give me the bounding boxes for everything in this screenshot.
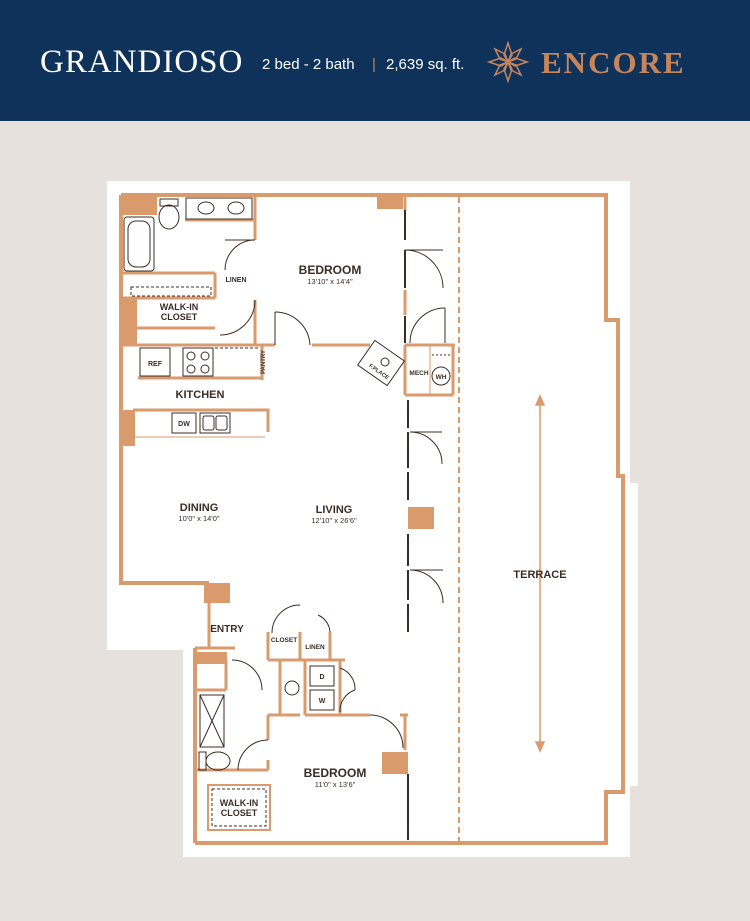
closet-label: CLOSET bbox=[271, 637, 297, 644]
star-logo-icon bbox=[487, 41, 529, 83]
fixtures bbox=[123, 197, 452, 827]
ref-label: REF bbox=[148, 361, 163, 368]
living-label: LIVING bbox=[316, 504, 353, 516]
walkin-1-label-line1: WALK-IN bbox=[160, 302, 199, 312]
wh-label: WH bbox=[436, 374, 447, 381]
pantry-label: PANTRY bbox=[261, 350, 267, 374]
interior-walls bbox=[123, 195, 455, 831]
bedroom-1-label: BEDROOM bbox=[299, 263, 362, 277]
linen-2-label: LINEN bbox=[305, 644, 325, 651]
entry-label: ENTRY bbox=[210, 624, 244, 635]
walkin-2-label-line1: WALK-IN bbox=[220, 798, 259, 808]
walkin-1-label-line2: CLOSET bbox=[161, 312, 198, 322]
brand-logo-text: ENCORE bbox=[541, 45, 686, 80]
terrace-label: TERRACE bbox=[513, 569, 566, 581]
plan-background bbox=[107, 181, 638, 857]
window-frames bbox=[404, 210, 409, 840]
terrace-arrow bbox=[534, 394, 546, 753]
plan-area: 2,639 sq. ft. bbox=[386, 56, 465, 73]
mech-label: MECH bbox=[409, 370, 428, 377]
washer-label: W bbox=[319, 698, 326, 705]
header-bar: GRANDIOSO 2 bed - 2 bath | 2,639 sq. ft.… bbox=[0, 0, 750, 121]
dining-dims: 10'0" x 14'0" bbox=[178, 514, 219, 523]
linen-1-label: LINEN bbox=[226, 277, 247, 284]
specs-separator: | bbox=[372, 56, 376, 73]
living-dims: 12'10" x 26'6" bbox=[311, 516, 357, 525]
plan-title: GRANDIOSO bbox=[40, 44, 244, 80]
dryer-label: D bbox=[319, 674, 324, 681]
bedroom-1-dims: 13'10" x 14'4" bbox=[307, 277, 353, 286]
walkin-2-label-line2: CLOSET bbox=[221, 808, 258, 818]
wall-columns bbox=[121, 195, 434, 774]
bedroom-2-label: BEDROOM bbox=[304, 766, 367, 780]
dining-label: DINING bbox=[180, 502, 219, 514]
bedroom-2-dims: 11'0" x 13'6" bbox=[315, 780, 356, 789]
door-swings bbox=[219, 239, 446, 771]
kitchen-label: KITCHEN bbox=[176, 389, 225, 401]
dw-label: DW bbox=[178, 421, 190, 428]
plan-specs: 2 bed - 2 bath bbox=[262, 56, 355, 73]
